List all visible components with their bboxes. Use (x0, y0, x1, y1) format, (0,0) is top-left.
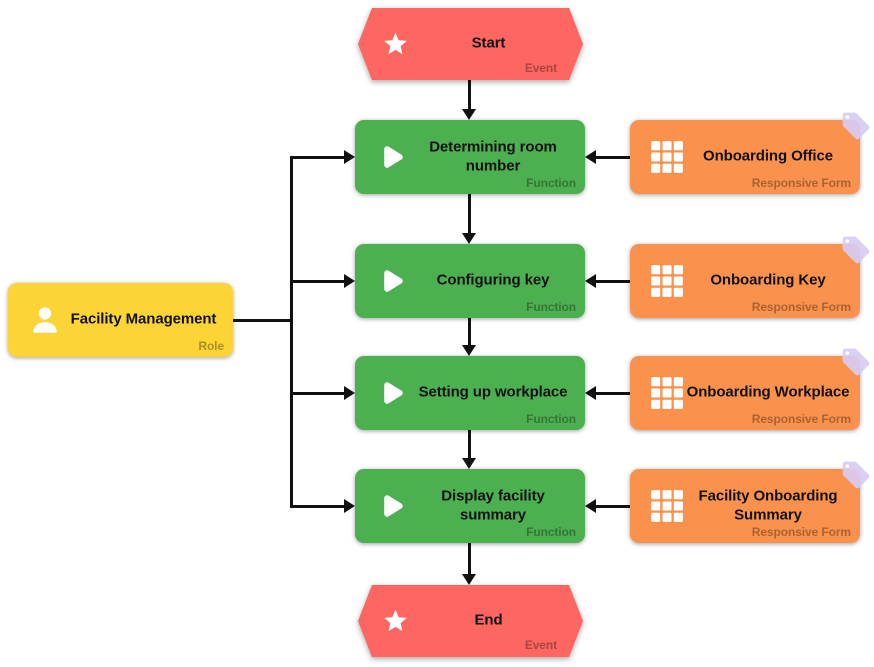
role-node-facility-management[interactable]: Facility Management Role (8, 283, 233, 357)
connector-line (290, 155, 344, 159)
grid-icon (650, 140, 684, 174)
connector-line (596, 279, 630, 283)
arrowhead-right (344, 499, 355, 513)
person-icon (28, 303, 62, 337)
arrowhead-down (462, 458, 476, 469)
arrowhead-down (462, 109, 476, 120)
arrowhead-left (585, 274, 596, 288)
node-label: Display facility summary (441, 487, 545, 523)
function-node-setting-up-workplace[interactable]: Setting up workplace Function (355, 356, 585, 430)
play-icon (375, 264, 409, 298)
node-type-label: Responsive Form (751, 412, 851, 426)
node-label: Onboarding Office (703, 147, 833, 165)
connector-line (233, 318, 291, 322)
connector-line (290, 279, 344, 283)
node-type-label: Responsive Form (751, 176, 851, 190)
node-type-label: Function (526, 525, 576, 539)
connector-line (596, 391, 630, 395)
play-icon (375, 489, 409, 523)
arrowhead-left (585, 150, 596, 164)
form-node-facility-onboarding-summary[interactable]: Facility Onboarding Summary Responsive F… (630, 461, 870, 543)
node-type-label: Responsive Form (751, 300, 851, 314)
tag-icon (840, 346, 872, 378)
node-label: Onboarding Workplace (686, 383, 850, 401)
connector-line (290, 155, 293, 508)
tag-icon (840, 459, 872, 491)
start-event-node[interactable]: Start Event (358, 8, 583, 80)
connector-line (468, 80, 471, 110)
function-node-determining-room-number[interactable]: Determining room number Function (355, 120, 585, 194)
tag-icon (840, 110, 872, 142)
node-type-label: Role (198, 339, 224, 353)
node-label: Start (471, 34, 506, 52)
node-label: Determining room number (429, 138, 557, 174)
play-icon (375, 376, 409, 410)
connector-line (468, 318, 471, 346)
grid-icon (650, 264, 684, 298)
connector-line (468, 194, 471, 234)
node-label: Setting up workplace (418, 383, 568, 401)
node-label: Facility Onboarding Summary (698, 487, 838, 523)
arrowhead-down (462, 233, 476, 244)
connector-line (468, 543, 471, 575)
node-type-label: Event (524, 61, 557, 75)
arrowhead-left (585, 386, 596, 400)
node-type-label: Function (526, 412, 576, 426)
node-label: Configuring key (436, 271, 550, 289)
connector-line (596, 155, 630, 159)
arrowhead-down (462, 574, 476, 585)
form-node-onboarding-office[interactable]: Onboarding Office Responsive Form (630, 112, 870, 194)
node-type-label: Responsive Form (751, 525, 851, 539)
form-node-onboarding-workplace[interactable]: Onboarding Workplace Responsive Form (630, 348, 870, 430)
node-label: End (474, 611, 503, 629)
node-label: Onboarding Key (710, 271, 826, 289)
connector-line (290, 504, 344, 508)
node-label: Facility Management (70, 310, 217, 328)
function-node-configuring-key[interactable]: Configuring key Function (355, 244, 585, 318)
arrowhead-down (462, 345, 476, 356)
end-event-node[interactable]: End Event (358, 585, 583, 657)
form-node-onboarding-key[interactable]: Onboarding Key Responsive Form (630, 236, 870, 318)
grid-icon (650, 489, 684, 523)
grid-icon (650, 376, 684, 410)
star-icon (382, 31, 409, 58)
node-type-label: Event (524, 638, 557, 652)
connector-line (596, 504, 630, 508)
star-icon (382, 608, 409, 635)
arrowhead-left (585, 499, 596, 513)
tag-icon (840, 234, 872, 266)
arrowhead-right (344, 150, 355, 164)
node-type-label: Function (526, 176, 576, 190)
function-node-display-facility-summary[interactable]: Display facility summary Function (355, 469, 585, 543)
node-type-label: Function (526, 300, 576, 314)
arrowhead-right (344, 386, 355, 400)
arrowhead-right (344, 274, 355, 288)
connector-line (290, 391, 344, 395)
connector-line (468, 430, 471, 459)
play-icon (375, 140, 409, 174)
